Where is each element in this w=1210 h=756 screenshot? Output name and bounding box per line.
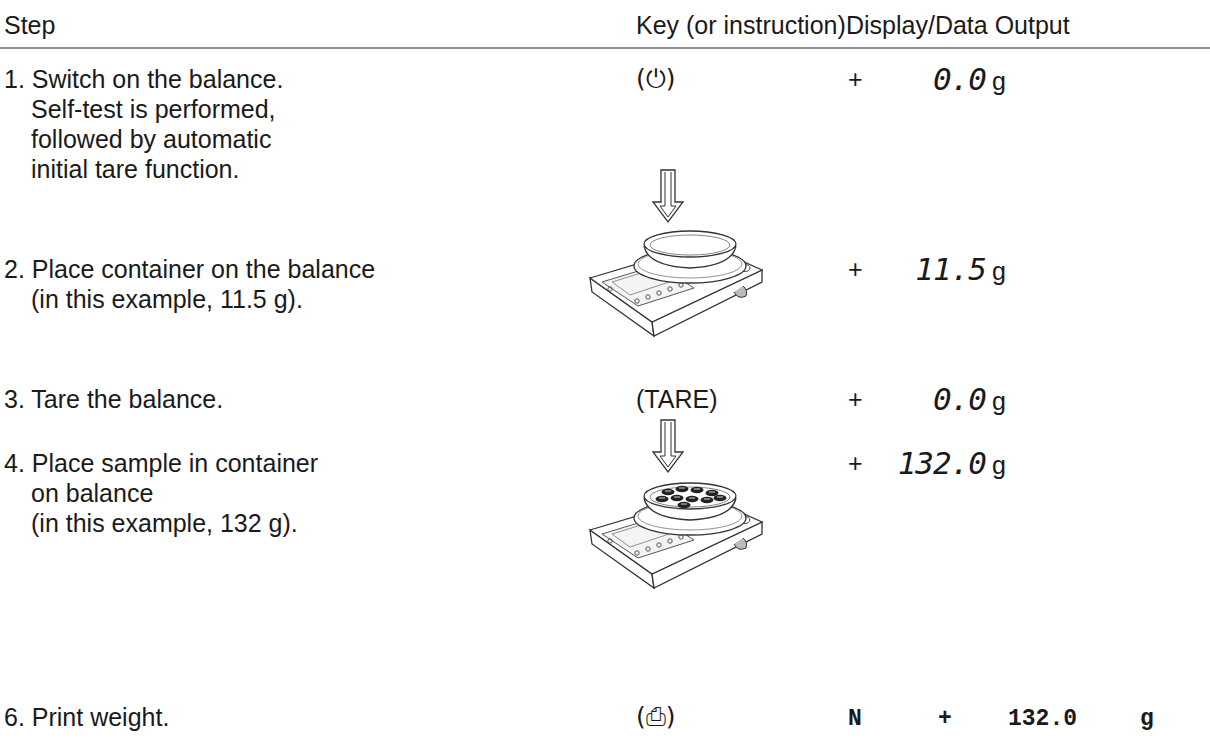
step-text: + <box>848 448 863 478</box>
display-digits: 0.0 <box>933 64 986 94</box>
data-output: g <box>1140 704 1154 734</box>
column-header: Step <box>4 10 55 40</box>
text-line: on balance <box>4 478 318 508</box>
text-line: initial tare function. <box>4 154 283 184</box>
text-line: (in this example, 132 g). <box>4 508 318 538</box>
data-output: + <box>938 704 952 734</box>
column-header: Display/Data Output <box>846 10 1070 40</box>
step-text: 6. Print weight. <box>4 702 169 732</box>
step-text: 2. Place container on the balance (in th… <box>4 254 375 314</box>
key-symbol: (⎙) <box>636 702 676 732</box>
text-line: (in this example, 11.5 g). <box>4 284 375 314</box>
column-header: Key (or instruction) <box>636 10 846 40</box>
header-rule <box>0 47 1210 48</box>
text-line: 1. Switch on the balance. <box>4 64 283 94</box>
step-text: 1. Switch on the balance. Self-test is p… <box>4 64 283 184</box>
unit-label: g <box>992 256 1006 286</box>
step-text: + <box>848 384 863 414</box>
down-arrow <box>653 420 683 472</box>
data-output: 132.0 <box>1008 704 1077 734</box>
step-text: + <box>848 64 863 94</box>
text-line: Self-test is performed, <box>4 94 283 124</box>
step-text: 3. Tare the balance. <box>4 384 223 414</box>
balance-with-container <box>590 231 762 336</box>
step-text: (TARE) <box>636 384 717 414</box>
text-line: followed by automatic <box>4 124 283 154</box>
text-line: 4. Place sample in container <box>4 448 318 478</box>
balance-with-sample <box>590 483 762 588</box>
data-output: N <box>848 704 862 734</box>
display-digits: 132.0 <box>898 448 986 478</box>
unit-label: g <box>992 66 1006 96</box>
unit-label: g <box>992 386 1006 416</box>
step-text: 4. Place sample in container on balance … <box>4 448 318 538</box>
down-arrow <box>653 170 683 222</box>
display-digits: 0.0 <box>933 384 986 414</box>
unit-label: g <box>992 450 1006 480</box>
display-digits: 11.5 <box>915 254 986 284</box>
text-line: 2. Place container on the balance <box>4 254 375 284</box>
step-text: + <box>848 254 863 284</box>
key-symbol: (⏻) <box>636 64 676 94</box>
